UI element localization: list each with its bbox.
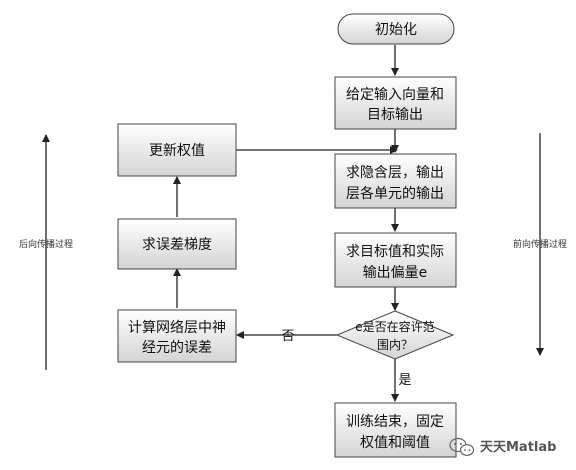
node-compute-error: 计算网络层中神 经元的误差 <box>117 309 237 363</box>
node-hidden-output-line2: 层各单元的输出 <box>346 186 444 202</box>
node-init-label: 初始化 <box>375 21 417 38</box>
edge-label-no: 否 <box>281 329 294 344</box>
node-given-io: 给定输入向量和 目标输出 <box>334 76 457 130</box>
node-hidden-output-line1: 求隐含层，输出 <box>346 165 444 181</box>
edge-label-yes: 是 <box>398 373 411 388</box>
node-decision: e是否在容许范 围内？ <box>335 310 455 360</box>
watermark-text: 天天Matlab <box>480 440 556 455</box>
node-finish-line2: 权值和阈值 <box>360 435 430 451</box>
connectors <box>173 45 399 402</box>
node-decision-line2: 围内？ <box>377 338 413 352</box>
watermark: 天天Matlab <box>449 437 556 456</box>
node-given-io-line2: 目标输出 <box>367 107 423 123</box>
node-gradient-label: 求误差梯度 <box>142 237 212 253</box>
node-deviation: 求目标值和实际 输出偏量e <box>334 232 457 288</box>
backward-label: 后向传播过程 <box>19 238 73 250</box>
node-init: 初始化 <box>337 13 455 45</box>
node-gradient: 求误差梯度 <box>117 218 237 270</box>
node-hidden-output: 求隐含层，输出 层各单元的输出 <box>334 153 457 209</box>
node-finish: 训练结束，固定 权值和阈值 <box>334 402 457 458</box>
node-compute-error-line1: 计算网络层中神 <box>128 320 226 336</box>
wechat-icon <box>449 437 475 456</box>
node-update-weights: 更新权值 <box>117 123 237 177</box>
node-decision-line1: e是否在容许范 <box>355 319 434 334</box>
node-compute-error-line2: 经元的误差 <box>142 340 212 356</box>
node-given-io-line1: 给定输入向量和 <box>346 87 444 103</box>
node-finish-line1: 训练结束，固定 <box>346 414 444 430</box>
forward-label: 前向传播过程 <box>513 238 567 250</box>
node-deviation-line2: 输出偏量e <box>363 265 428 281</box>
node-update-weights-label: 更新权值 <box>149 143 205 159</box>
node-deviation-line1: 求目标值和实际 <box>346 244 444 260</box>
